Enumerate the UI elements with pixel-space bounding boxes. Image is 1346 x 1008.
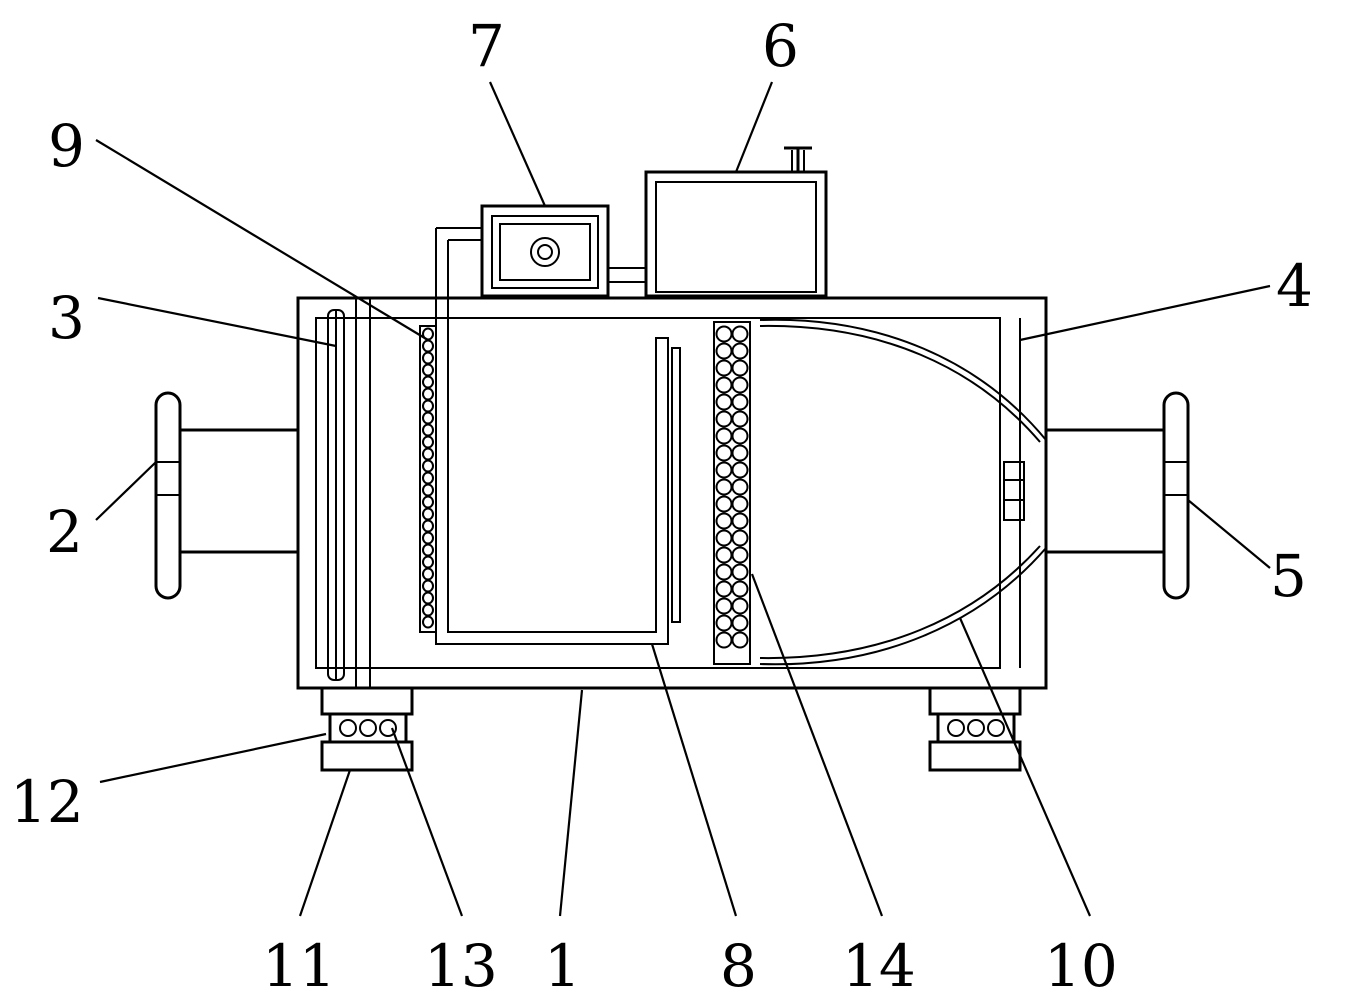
filter-ball xyxy=(731,478,749,496)
chain-link xyxy=(422,351,434,365)
filter-ball xyxy=(715,359,733,377)
label-12: 12 xyxy=(10,768,84,836)
chain-link xyxy=(422,375,434,389)
outlet-pipe xyxy=(1046,391,1190,600)
label-6: 6 xyxy=(762,12,799,80)
filter-ball xyxy=(731,495,749,513)
filter-ball xyxy=(731,410,749,428)
label-9: 9 xyxy=(48,112,85,180)
filter-ball xyxy=(715,563,733,581)
filter-ball xyxy=(715,376,733,394)
filter-ball xyxy=(731,359,749,377)
filter-ball xyxy=(731,376,749,394)
label-4: 4 xyxy=(1276,252,1313,320)
curved-guide-plates xyxy=(759,318,1047,666)
filter-ball xyxy=(715,512,733,530)
filter-ball xyxy=(731,342,749,360)
chain-link xyxy=(422,399,434,413)
inner-tray xyxy=(435,228,681,645)
chain-link xyxy=(422,591,434,605)
filter-ball xyxy=(715,546,733,564)
filter-ball xyxy=(731,580,749,598)
ball-filter-layer xyxy=(713,321,751,665)
filter-ball xyxy=(715,393,733,411)
label-11: 11 xyxy=(262,932,336,1000)
filter-ball xyxy=(731,529,749,547)
filter-ball xyxy=(731,461,749,479)
chain-link xyxy=(422,471,434,485)
filter-ball xyxy=(715,495,733,513)
callout-labels: 7 6 9 3 4 2 5 12 11 13 1 8 14 10 xyxy=(10,12,1313,1000)
label-7: 7 xyxy=(468,12,505,80)
wall-fitting xyxy=(1003,461,1025,521)
chain-link xyxy=(422,411,434,425)
inlet-pipe xyxy=(154,391,298,600)
filter-ball xyxy=(715,529,733,547)
filter-ball xyxy=(715,614,733,632)
filter-ball xyxy=(731,444,749,462)
chain-link xyxy=(422,507,434,521)
filter-ball xyxy=(731,631,749,649)
label-1: 1 xyxy=(544,932,581,1000)
chain-link xyxy=(422,363,434,377)
chain-link xyxy=(422,459,434,473)
pump-box xyxy=(436,204,646,298)
filter-ball xyxy=(715,478,733,496)
filter-ball xyxy=(715,444,733,462)
side-door-panel xyxy=(327,309,345,681)
filter-ball xyxy=(731,546,749,564)
chain-link xyxy=(422,615,434,629)
label-10: 10 xyxy=(1044,932,1118,1000)
label-2: 2 xyxy=(46,498,83,566)
filter-ball xyxy=(715,580,733,598)
chain-link xyxy=(422,387,434,401)
chain-link xyxy=(422,531,434,545)
chain-link xyxy=(422,495,434,509)
chain-link xyxy=(422,423,434,437)
label-13: 13 xyxy=(424,932,498,1000)
filter-ball xyxy=(731,325,749,343)
filter-ball xyxy=(731,563,749,581)
chain-link xyxy=(422,555,434,569)
filter-ball xyxy=(715,342,733,360)
main-housing xyxy=(296,296,1048,690)
chain-link xyxy=(422,603,434,617)
chain-link xyxy=(422,435,434,449)
chain-link xyxy=(422,447,434,461)
leader-lines xyxy=(95,81,1271,917)
chain-link xyxy=(422,519,434,533)
filter-ball xyxy=(715,461,733,479)
filter-ball xyxy=(731,393,749,411)
left-foot xyxy=(320,686,414,772)
filter-ball xyxy=(715,410,733,428)
filter-ball xyxy=(715,427,733,445)
filter-ball xyxy=(731,614,749,632)
filter-ball xyxy=(715,631,733,649)
chain-filter-strip xyxy=(419,325,437,633)
filter-ball xyxy=(731,512,749,530)
filter-ball xyxy=(731,427,749,445)
label-3: 3 xyxy=(48,284,85,352)
chain-link xyxy=(422,339,434,353)
filter-ball xyxy=(715,325,733,343)
chain-link xyxy=(422,567,434,581)
label-14: 14 xyxy=(842,932,916,1000)
label-8: 8 xyxy=(720,932,757,1000)
chain-link xyxy=(422,579,434,593)
chain-link xyxy=(422,483,434,497)
right-foot xyxy=(928,686,1022,772)
chain-link xyxy=(422,543,434,557)
filter-ball xyxy=(715,597,733,615)
filter-ball xyxy=(731,597,749,615)
label-5: 5 xyxy=(1270,542,1307,610)
